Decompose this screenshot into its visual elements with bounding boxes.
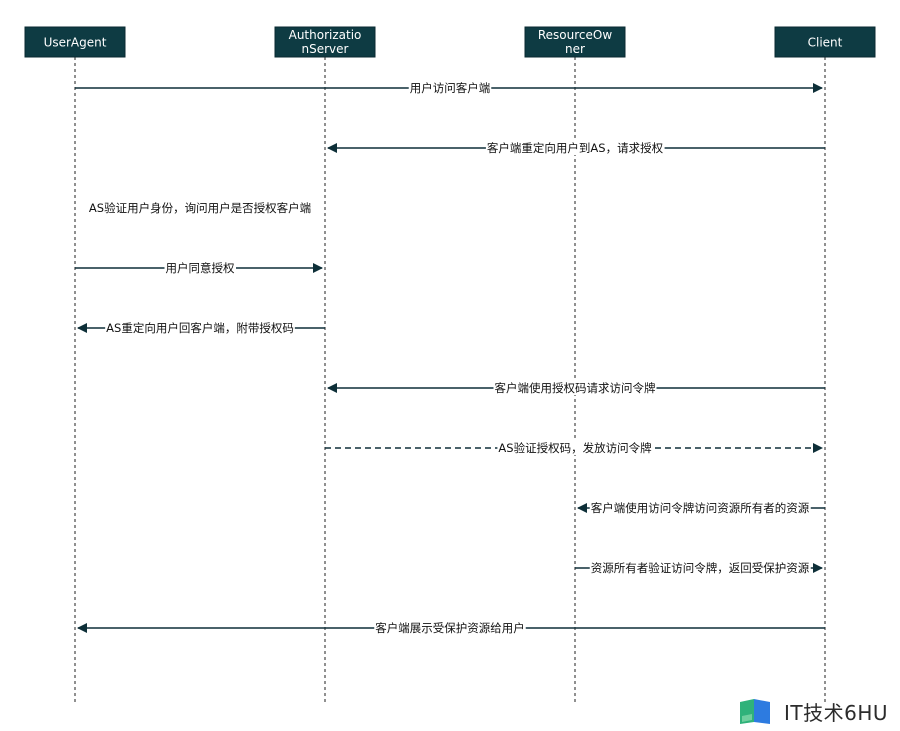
actor-label: UserAgent bbox=[44, 36, 107, 50]
message-label: 资源所有者验证访问令牌，返回受保护资源 bbox=[591, 561, 810, 575]
message-label: 用户同意授权 bbox=[166, 261, 235, 275]
actor-label: ResourceOw bbox=[538, 28, 612, 42]
message-label: 客户端展示受保护资源给用户 bbox=[375, 621, 525, 635]
message-label: 客户端使用访问令牌访问资源所有者的资源 bbox=[591, 501, 810, 515]
message-1: 用户访问客户端 bbox=[75, 81, 823, 95]
message-label: 用户访问客户端 bbox=[410, 81, 491, 95]
actor-box bbox=[774, 26, 876, 58]
message-8: 客户端使用访问令牌访问资源所有者的资源 bbox=[577, 501, 825, 515]
message-7: AS验证授权码，发放访问令牌 bbox=[325, 441, 823, 455]
message-6: 客户端使用授权码请求访问令牌 bbox=[327, 381, 825, 395]
message-2: 客户端重定向用户到AS，请求授权 bbox=[327, 141, 825, 155]
actor-ua: UserAgent bbox=[24, 26, 126, 58]
actor-box bbox=[524, 26, 626, 58]
book-logo-icon bbox=[736, 696, 778, 726]
actor-box bbox=[274, 26, 376, 58]
actor-label: Client bbox=[808, 36, 843, 50]
message-label: AS重定向用户回客户端，附带授权码 bbox=[106, 321, 294, 335]
message-3: AS验证用户身份，询问用户是否授权客户端 bbox=[87, 201, 313, 215]
actor-box bbox=[24, 26, 126, 58]
message-4: 用户同意授权 bbox=[75, 261, 323, 275]
actor-cl: Client bbox=[774, 26, 876, 58]
message-5: AS重定向用户回客户端，附带授权码 bbox=[77, 321, 325, 335]
actor-label: ner bbox=[565, 42, 585, 56]
message-label: 客户端使用授权码请求访问令牌 bbox=[495, 381, 656, 395]
watermark: IT技术6HU bbox=[736, 694, 896, 728]
message-9: 资源所有者验证访问令牌，返回受保护资源 bbox=[575, 561, 823, 575]
actor-label: Authorizatio bbox=[289, 28, 362, 42]
message-label-bg bbox=[493, 381, 657, 395]
message-label-bg bbox=[589, 501, 811, 515]
message-label-bg bbox=[497, 441, 653, 455]
message-label-bg bbox=[374, 621, 526, 635]
watermark-text: IT技术6HU bbox=[784, 700, 889, 725]
message-label: 客户端重定向用户到AS，请求授权 bbox=[487, 141, 664, 155]
message-label-bg bbox=[164, 261, 236, 275]
message-label-bg bbox=[485, 141, 665, 155]
message-label-bg bbox=[408, 81, 492, 95]
actor-label: nServer bbox=[302, 42, 349, 56]
message-label-bg bbox=[105, 321, 295, 335]
message-label-bg bbox=[87, 201, 313, 215]
message-label-bg bbox=[589, 561, 811, 575]
message-label: AS验证授权码，发放访问令牌 bbox=[498, 441, 651, 455]
message-label: AS验证用户身份，询问用户是否授权客户端 bbox=[89, 201, 311, 215]
message-10: 客户端展示受保护资源给用户 bbox=[77, 621, 825, 635]
